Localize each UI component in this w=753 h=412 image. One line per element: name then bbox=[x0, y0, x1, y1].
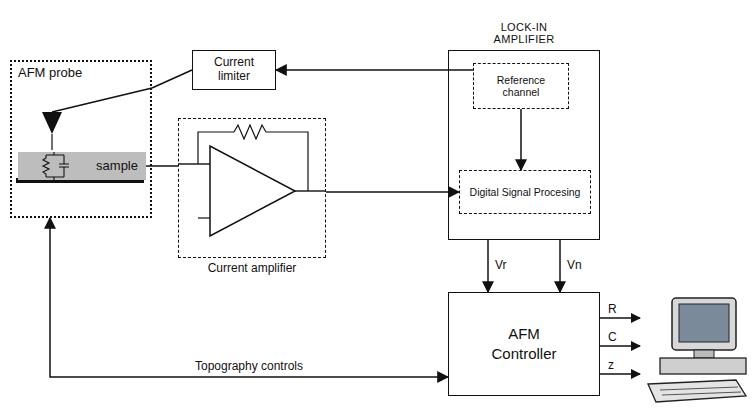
connector bbox=[520, 109, 522, 170]
connector bbox=[559, 240, 561, 292]
output-name: z bbox=[606, 359, 616, 372]
connector bbox=[326, 191, 459, 193]
connector bbox=[152, 70, 192, 88]
signal-name: Vr bbox=[493, 259, 509, 272]
box-label: AFM Controller bbox=[479, 324, 569, 365]
box-heading: LOCK-IN AMPLIFIER bbox=[479, 21, 569, 46]
input-stub bbox=[198, 217, 210, 218]
feedback-wire bbox=[266, 132, 308, 191]
output-arrow bbox=[600, 317, 640, 318]
cantilever bbox=[52, 88, 152, 112]
box-label: AFM probe bbox=[18, 66, 82, 81]
box-label: Digital Signal Procesing bbox=[470, 186, 581, 198]
process-box: Digital Signal Procesing bbox=[459, 170, 591, 214]
rc-symbol bbox=[18, 152, 78, 180]
process-box: Reference channel bbox=[473, 63, 569, 109]
output-wire bbox=[295, 190, 326, 191]
box-heading: Current amplifier bbox=[208, 262, 297, 276]
connector bbox=[50, 218, 448, 377]
input-wire bbox=[178, 163, 210, 164]
controller-box: AFM Controller bbox=[448, 292, 600, 396]
opamp-symbol bbox=[210, 146, 295, 236]
resistor-symbol bbox=[234, 125, 266, 139]
connector bbox=[487, 240, 489, 292]
box-label: sample bbox=[96, 159, 138, 174]
output-arrow bbox=[600, 373, 640, 374]
connector bbox=[276, 69, 473, 71]
probe-housing: sample AFM probe bbox=[10, 60, 152, 218]
amplifier-group: Current amplifier bbox=[178, 118, 326, 258]
line-label: Topography controls bbox=[193, 360, 305, 373]
output-arrow bbox=[600, 345, 640, 346]
sample-layer: sample bbox=[18, 152, 146, 180]
instrument-box: Reference channelDigital Signal Procesin… bbox=[448, 50, 600, 240]
process-box: Current limiter bbox=[192, 50, 276, 90]
tip-wire bbox=[51, 134, 52, 150]
probe-tip bbox=[42, 112, 62, 134]
computer-icon bbox=[648, 298, 746, 402]
output-name: C bbox=[606, 331, 619, 344]
box-label: Current limiter bbox=[202, 56, 266, 84]
output-name: R bbox=[606, 303, 619, 316]
signal-name: Vn bbox=[565, 259, 584, 272]
box-label: Reference channel bbox=[486, 74, 556, 98]
feedback-wire bbox=[198, 132, 234, 164]
